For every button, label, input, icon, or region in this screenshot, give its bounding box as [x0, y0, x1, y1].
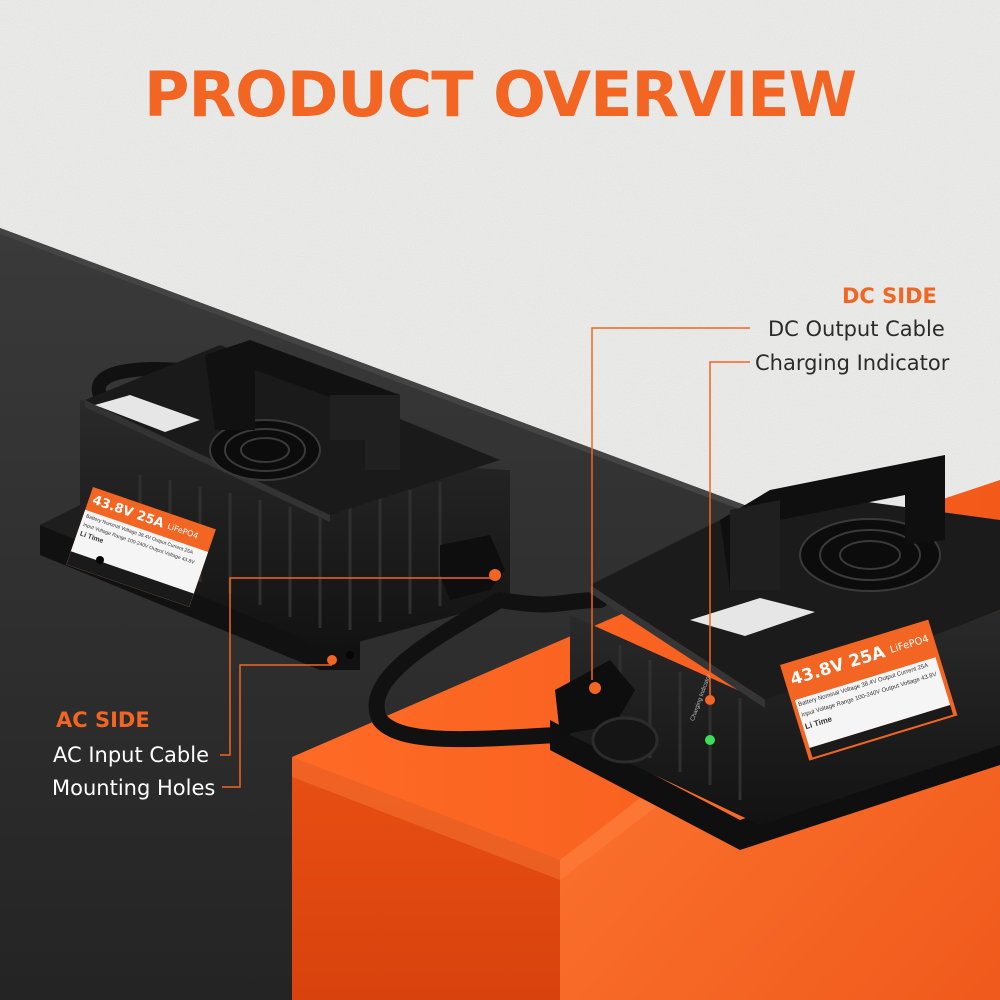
right-spec-1-3: 43.8V	[920, 671, 938, 683]
page-title: PRODUCT OVERVIEW	[144, 58, 857, 131]
dc-output-cable-label: DC Output Cable	[768, 317, 945, 341]
right-spec-0-3: 25A	[917, 662, 930, 672]
callout-lines	[220, 327, 750, 788]
ac-side-heading: AC SIDE	[56, 708, 150, 732]
left-spec-1-3: 43.8V	[180, 555, 196, 566]
right-chemistry: LiFePO4	[888, 633, 931, 656]
connecting-cable	[368, 592, 608, 748]
orange-block-front	[292, 757, 560, 1000]
left-chemistry: LiFePO4	[166, 521, 200, 541]
right-charger	[550, 455, 1000, 850]
ac-input-cable-label: AC Input Cable	[53, 743, 210, 767]
charging-indicator-label: Charging Indicator	[755, 351, 950, 375]
right-current: 25A	[846, 642, 888, 673]
left-spec-0-3: 25A	[183, 547, 194, 556]
left-charger	[40, 340, 510, 670]
mounting-holes-label: Mounting Holes	[52, 776, 216, 800]
dc-side-heading: DC SIDE	[842, 284, 937, 308]
